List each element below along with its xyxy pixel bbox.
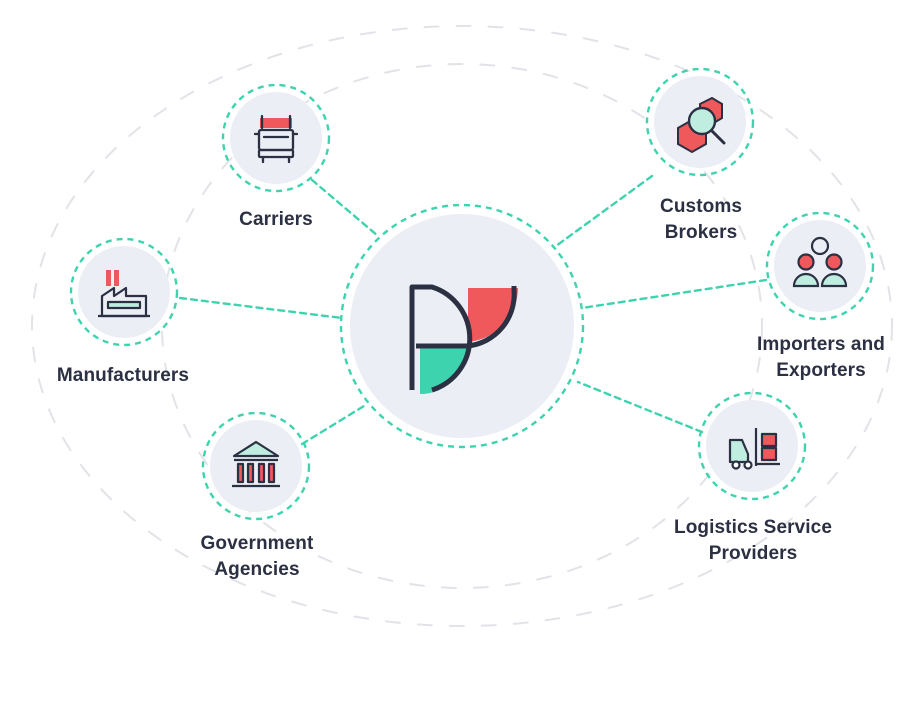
background-rings	[31, 25, 893, 627]
connector-logistics-providers	[576, 380, 704, 434]
label-importers-exporters: Importers and Exporters	[757, 334, 885, 381]
label-manufacturers: Manufacturers	[56, 365, 190, 386]
node-customs-brokers	[645, 67, 755, 177]
truck-icon	[253, 114, 299, 164]
outer-orbit-ring	[31, 25, 893, 627]
connector-importers-exporters	[580, 278, 768, 310]
node-logistics-providers	[697, 391, 807, 501]
connector-manufacturers	[178, 296, 344, 320]
factory-icon	[98, 270, 150, 318]
label-government-agencies: Government Agencies	[200, 533, 314, 580]
node-government-agencies	[201, 411, 311, 521]
inner-orbit-ring	[161, 63, 763, 589]
connector-customs-brokers	[554, 174, 654, 248]
connector-carriers	[310, 178, 380, 238]
label-logistics-providers: Logistics Service Providers	[674, 517, 832, 564]
label-carriers: Carriers	[239, 209, 313, 230]
flexport-logo-icon	[409, 284, 518, 394]
forklift-icon	[728, 428, 780, 470]
node-manufacturers	[69, 237, 179, 347]
node-importers-exporters	[765, 211, 875, 321]
node-carriers	[221, 83, 331, 193]
connector-lines	[178, 174, 768, 446]
hub-node	[339, 203, 585, 449]
people-icon	[792, 236, 848, 288]
label-customs-brokers: Customs Brokers	[660, 196, 742, 243]
government-building-icon	[232, 440, 280, 488]
connector-government-agencies	[300, 404, 366, 446]
package-magnifier-icon	[677, 96, 726, 154]
